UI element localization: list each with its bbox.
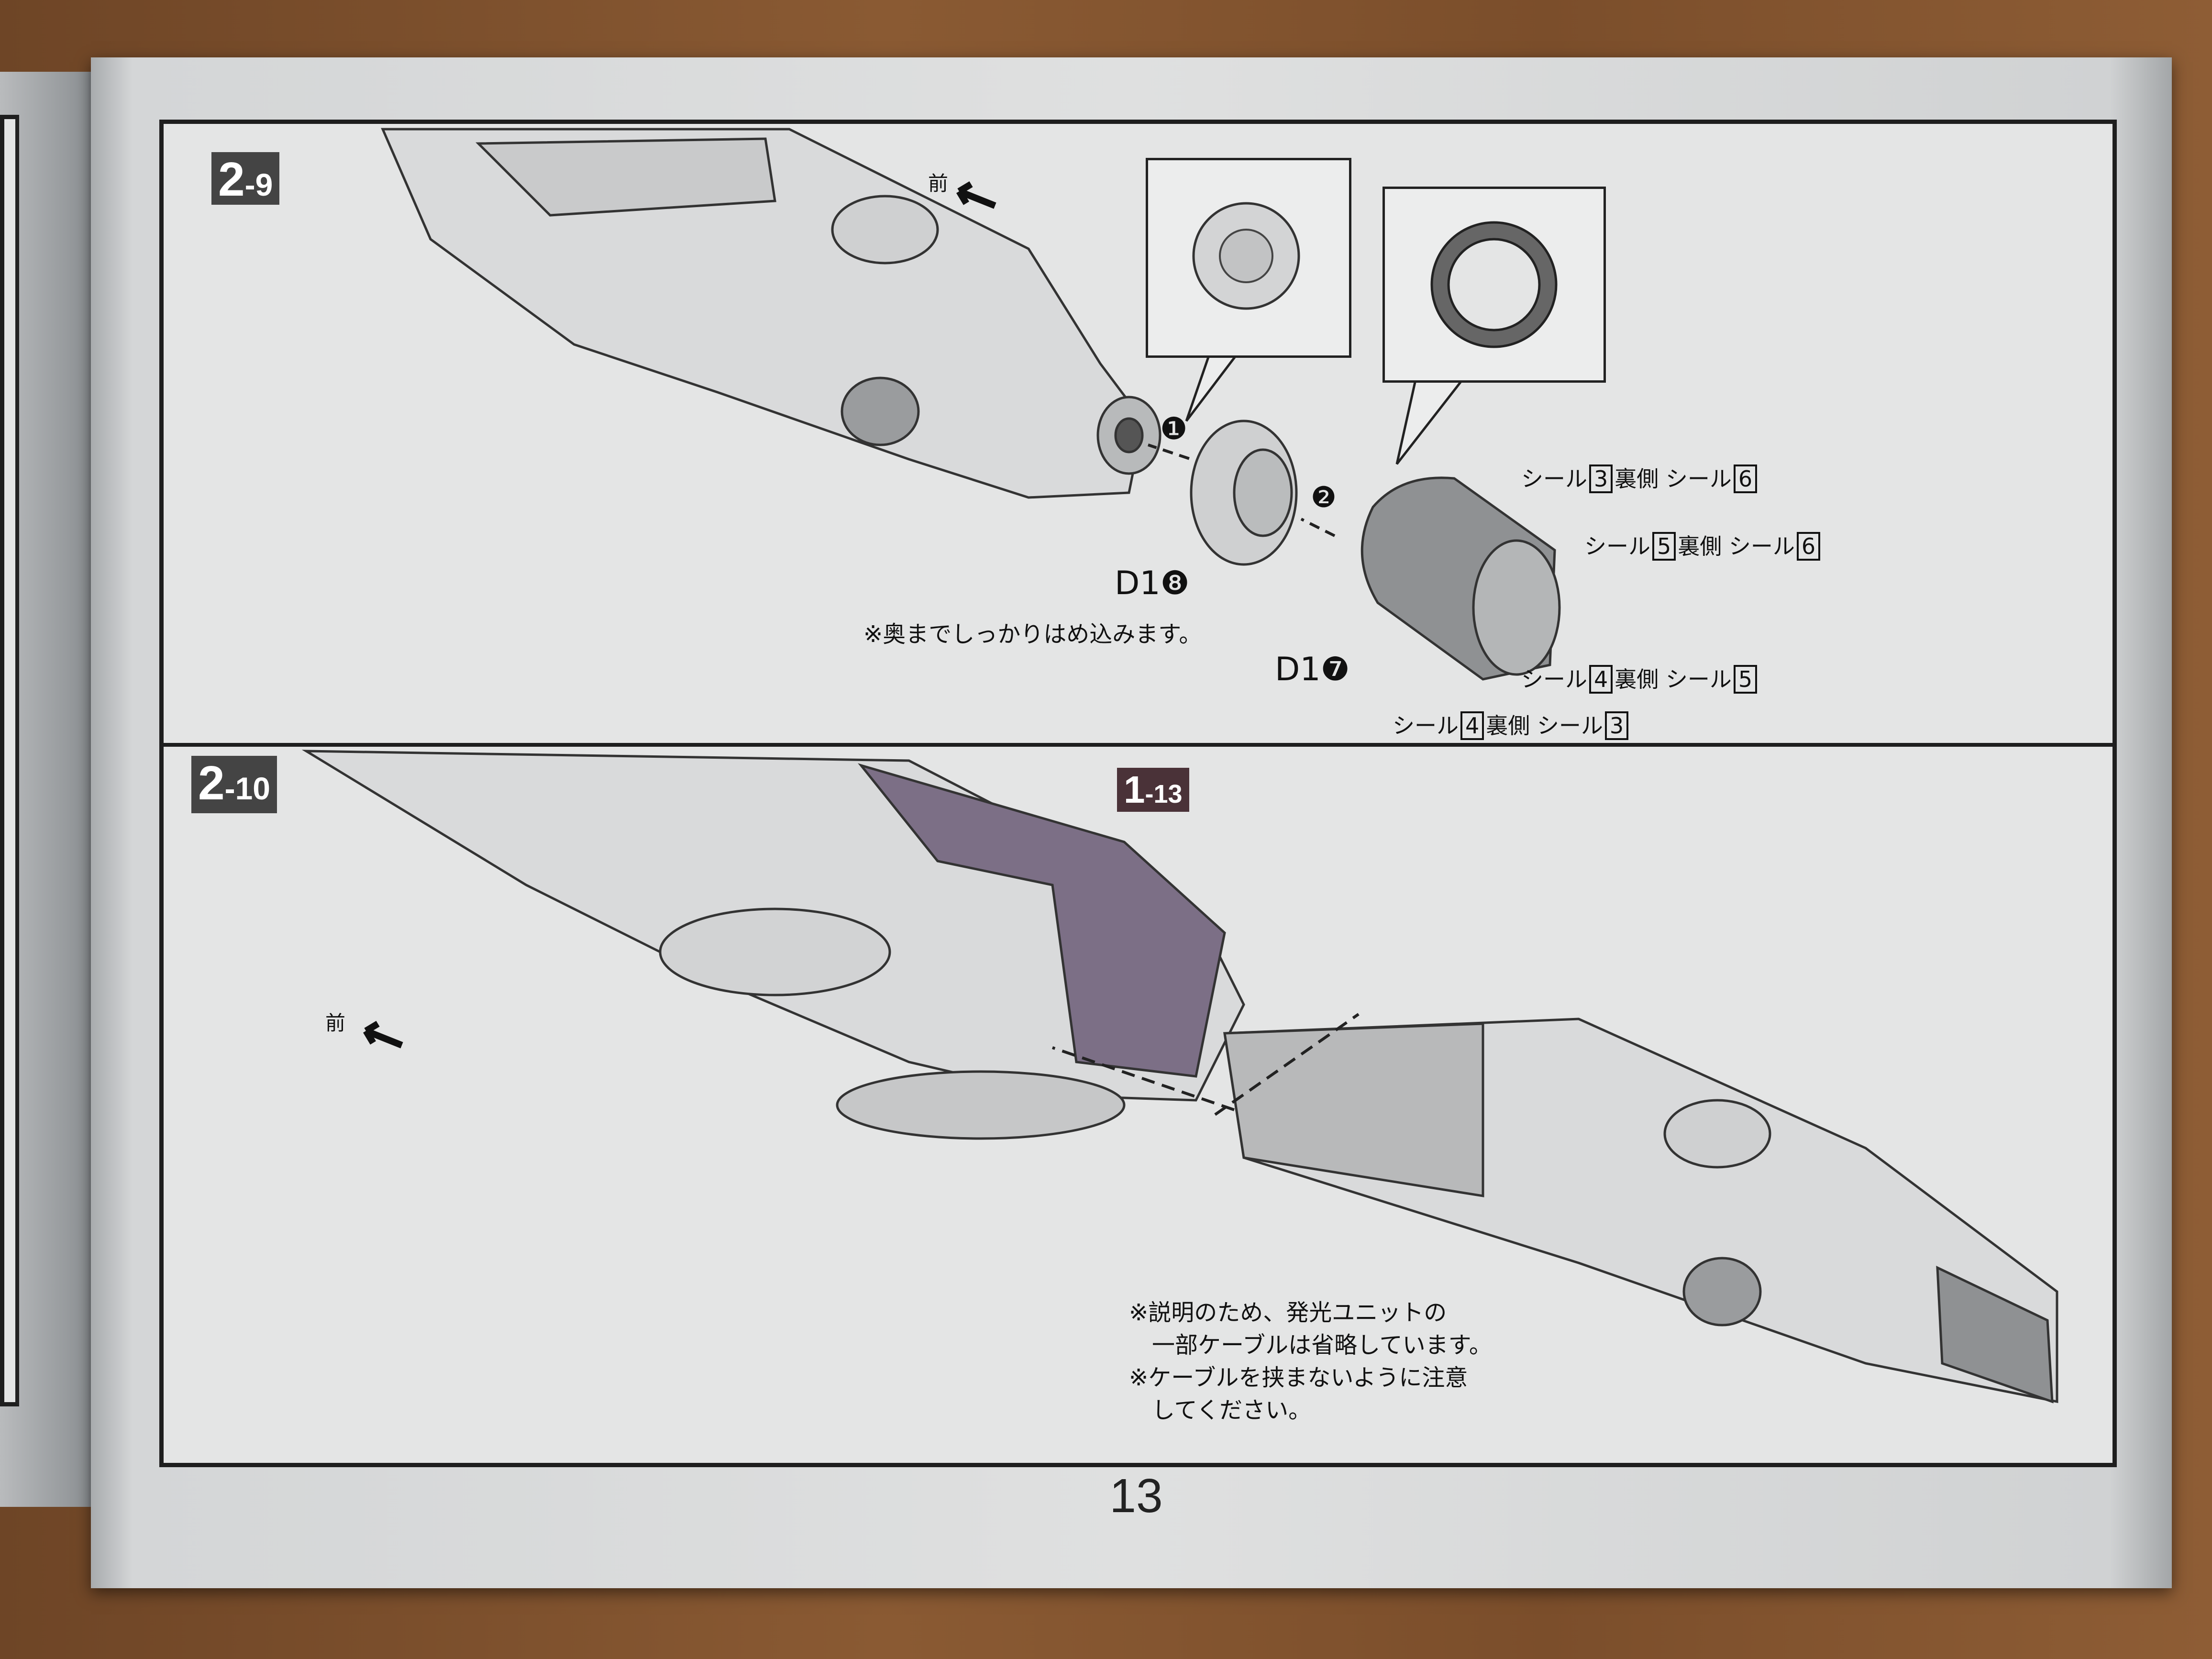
part-d1-7-nozzle <box>1360 476 1561 681</box>
callout-pointer-a <box>1185 351 1240 422</box>
part-code: D1 <box>1115 564 1161 602</box>
seal-prefix: シール <box>1521 666 1587 692</box>
front-arrow-icon-b <box>363 1020 403 1049</box>
step-major: 2 <box>218 153 245 206</box>
note-cable: ※説明のため、発光ユニットの 一部ケーブルは省略しています。 ※ケーブルを挟まな… <box>1129 1296 1492 1427</box>
seal-back: 裏側 シール <box>1486 713 1603 739</box>
front-arrow-icon-a <box>956 181 996 209</box>
note-line: 一部ケーブルは省略しています。 <box>1129 1332 1492 1359</box>
seal-number: 4 <box>1589 665 1613 694</box>
ship-hull-top <box>381 128 1161 499</box>
assembly-guide-lines <box>1052 1013 1360 1116</box>
step-2-9-badge: 2-9 <box>211 152 280 206</box>
order-1-marker: ❶ <box>1160 411 1188 447</box>
step-minor: -10 <box>224 771 271 806</box>
seal-back: 裏側 シール <box>1615 466 1732 492</box>
previous-page-frame <box>0 115 19 1406</box>
note-line: ※説明のため、発光ユニットの <box>1129 1299 1447 1326</box>
d1-8-detail-drawing <box>1192 202 1300 310</box>
step-major: 2 <box>198 756 225 810</box>
previous-page-edge <box>0 72 103 1507</box>
seal-number: 6 <box>1733 465 1758 493</box>
arrow-2 <box>1300 518 1336 537</box>
seal-number: 5 <box>1733 665 1758 694</box>
seal-prefix: シール <box>1521 466 1587 492</box>
seal-prefix: シール <box>1584 533 1650 559</box>
part-code: D1 <box>1275 651 1321 688</box>
part-label-d1-8: D1❽ <box>1115 564 1190 602</box>
callout-d1-8-detail <box>1146 158 1351 358</box>
part-number: ❽ <box>1160 564 1190 602</box>
front-label-a: 前 <box>928 172 949 195</box>
part-number: ❼ <box>1320 651 1350 688</box>
step-major: 1 <box>1124 768 1145 811</box>
step-divider <box>159 743 2117 747</box>
seal-number: 6 <box>1796 532 1821 561</box>
seal-number: 3 <box>1604 711 1629 740</box>
seal-prefix: シール <box>1393 713 1459 739</box>
note-line: してください。 <box>1129 1397 1312 1424</box>
seal-number: 4 <box>1460 711 1484 740</box>
step-minor: -13 <box>1145 780 1183 808</box>
d1-7-detail-drawing <box>1430 221 1558 348</box>
step-minor: -9 <box>244 167 273 202</box>
note-line: ※ケーブルを挟まないように注意 <box>1129 1364 1468 1391</box>
note-press-in: ※奥までしっかりはめ込みます。 <box>863 621 1202 648</box>
callout-d1-7-detail <box>1382 187 1606 383</box>
step-2-10-badge: 2-10 <box>191 756 277 813</box>
order-2-marker: ❷ <box>1311 481 1337 514</box>
seal-back: 裏側 シール <box>1678 533 1795 559</box>
part-label-d1-7: D1❼ <box>1275 651 1350 688</box>
ref-step-1-13-badge: 1-13 <box>1117 768 1189 812</box>
seal-number: 5 <box>1652 532 1676 561</box>
page-number: 13 <box>1109 1469 1163 1523</box>
part-d1-8 <box>1190 420 1298 566</box>
ship-rear-section <box>1223 1018 2058 1404</box>
seal-back: 裏側 シール <box>1615 666 1732 692</box>
callout-pointer-b <box>1395 377 1465 465</box>
front-label-b: 前 <box>325 1011 346 1035</box>
seal-number: 3 <box>1589 465 1613 493</box>
ship-front-section <box>301 750 1245 1140</box>
